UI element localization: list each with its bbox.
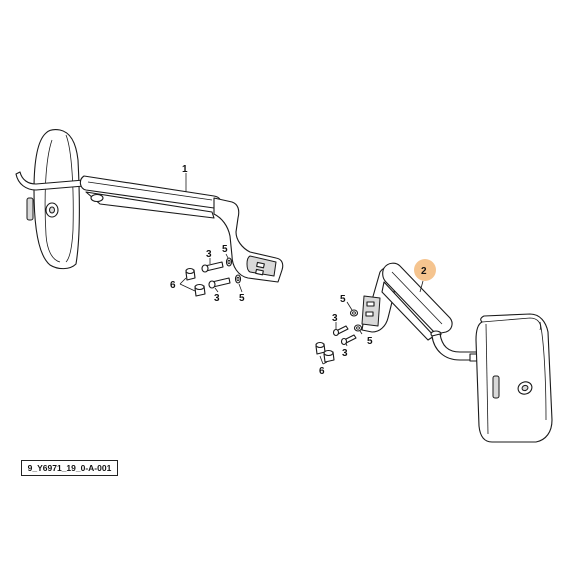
callout-right-washer-lower: 5	[367, 336, 373, 347]
left-mirror-head	[26, 129, 80, 270]
left-mirror-assembly	[15, 129, 284, 297]
right-bolt-lower	[340, 334, 357, 346]
left-mirror-bracket	[213, 197, 284, 283]
right-washer-lower	[353, 324, 363, 332]
callout-right-cap: 6	[319, 366, 325, 377]
reference-code-label: 9_Y6971_19_0-A-001	[21, 460, 118, 476]
callout-left-arm: 1	[182, 164, 188, 175]
callout-right-washer-upper: 5	[340, 294, 346, 305]
right-cap-upper	[315, 341, 326, 355]
right-mirror-assembly	[315, 259, 553, 443]
callout-right-bolt-upper: 3	[332, 313, 338, 324]
callout-left-bolt-upper: 3	[206, 249, 212, 260]
left-washer-lower	[234, 274, 242, 284]
callout-left-cap: 6	[170, 280, 176, 291]
left-cap-upper	[185, 267, 196, 281]
right-mirror-head	[475, 313, 553, 443]
left-bolt-upper	[201, 261, 224, 273]
right-fasteners	[315, 309, 363, 363]
right-washer-upper	[349, 309, 359, 317]
right-bolt-upper	[332, 325, 349, 337]
left-cap-lower	[194, 283, 206, 297]
callout-right-bolt-lower: 3	[342, 348, 348, 359]
left-washer-upper	[225, 257, 233, 267]
highlight-bubble	[414, 259, 436, 281]
left-fasteners	[185, 257, 242, 297]
callout-left-bolt-lower: 3	[214, 293, 220, 304]
callout-left-washer-lower: 5	[239, 293, 245, 304]
right-cap-lower	[323, 349, 335, 363]
callout-left-washer-upper: 5	[222, 244, 228, 255]
callout-right-arm: 2	[421, 266, 427, 277]
left-bolt-lower	[208, 277, 231, 289]
left-mirror-arm	[15, 171, 222, 219]
